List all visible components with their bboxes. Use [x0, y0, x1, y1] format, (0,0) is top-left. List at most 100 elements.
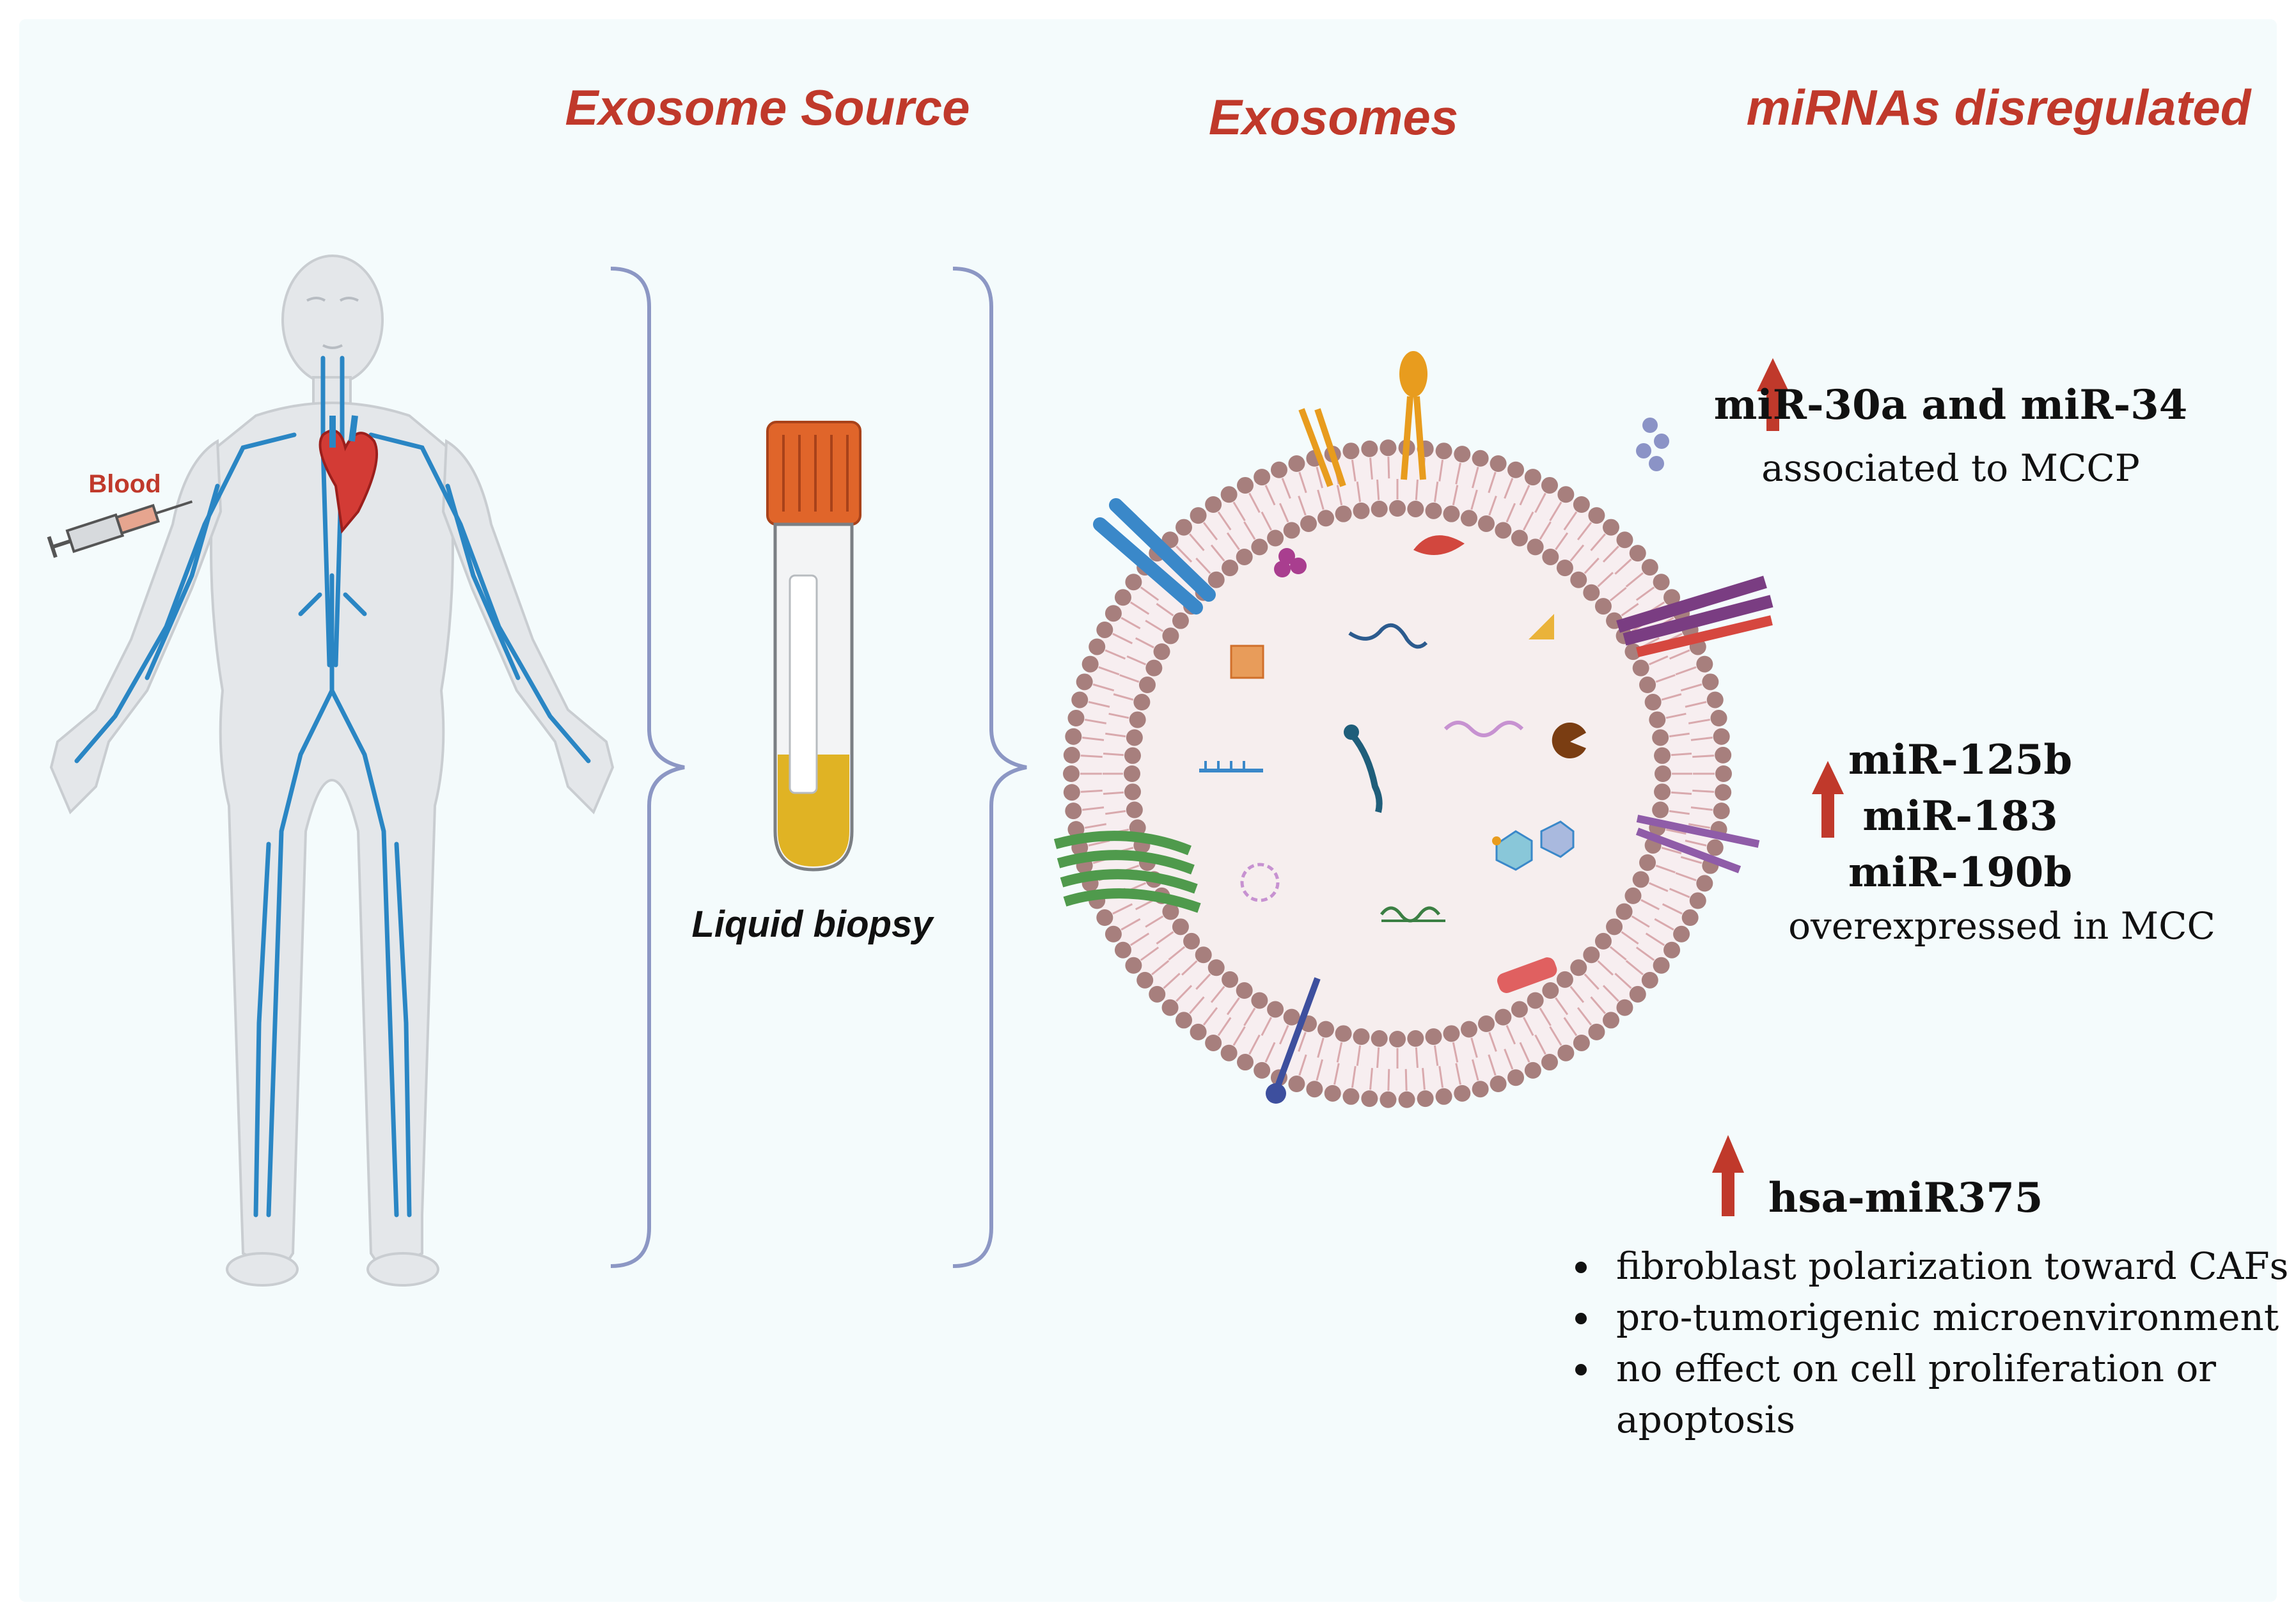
lipid-tail	[1584, 558, 1600, 574]
mirna-group-3: hsa-miR375 fibroblast polarization towar…	[1575, 1135, 2288, 1441]
lipid-tail	[1226, 532, 1240, 551]
lipid-tail	[1688, 718, 1710, 724]
lipid-tail	[1156, 931, 1174, 945]
human-body-icon	[49, 255, 615, 1287]
lipid-tail	[1119, 674, 1140, 683]
lipid-head	[1556, 560, 1573, 577]
lipid-tail	[1336, 1042, 1343, 1063]
lipid-tail	[1675, 666, 1697, 676]
lipid-tail	[1614, 973, 1632, 989]
lipid-tail	[1135, 637, 1154, 648]
lipid-head	[1105, 605, 1122, 622]
lipid-head	[1641, 971, 1658, 989]
lipid-tail	[1202, 1006, 1218, 1026]
lipid-head	[1114, 589, 1131, 606]
lipid-head	[1681, 909, 1699, 927]
lipid-head	[1071, 691, 1089, 709]
lipid-tail	[1195, 973, 1211, 990]
lipid-tail	[1690, 806, 1713, 811]
lipid-head	[1639, 677, 1656, 694]
lipid-head	[1361, 1090, 1378, 1108]
lipid-head	[1706, 691, 1724, 709]
lipid-tail	[1640, 899, 1660, 911]
lipid-head	[1317, 510, 1335, 527]
lipid-head	[1126, 801, 1143, 818]
mirna-group-2: miR-125b miR-183 miR-190b overexpressed …	[1788, 736, 2215, 948]
brace-left	[610, 267, 685, 1268]
lipid-tail	[1471, 1059, 1479, 1081]
lipid-tail	[1336, 485, 1343, 506]
lipid-head	[1124, 783, 1141, 801]
lipid-head	[1371, 500, 1388, 517]
lipid-tail	[1316, 1059, 1324, 1081]
lipid-head	[1236, 982, 1253, 999]
lipid-tail	[1356, 1045, 1362, 1066]
lipid-head	[1129, 711, 1146, 728]
lipid-tail	[1298, 1054, 1307, 1076]
lipid-tail	[1085, 823, 1107, 829]
lipid-tail	[1105, 649, 1126, 660]
lipid-tail	[1669, 649, 1690, 660]
lipid-tail	[1590, 996, 1606, 1014]
lipid-tail	[1654, 918, 1674, 931]
lipid-tail	[1108, 712, 1129, 719]
lipid-head	[1254, 469, 1271, 486]
lipid-head	[1136, 971, 1154, 989]
lipid-tail	[1685, 701, 1707, 708]
lipid-tail	[1661, 847, 1682, 854]
lipid-tail	[1317, 1037, 1325, 1058]
lipid-tail	[1248, 1034, 1261, 1055]
lipid-head	[1616, 999, 1633, 1016]
lipid-tail	[1232, 501, 1246, 522]
lipid-tail	[1433, 1045, 1439, 1066]
lipid-head	[1089, 638, 1106, 655]
lipid-head	[1288, 1076, 1305, 1093]
lipid-head	[1649, 711, 1666, 728]
lipid-tail	[1092, 683, 1115, 692]
lipid-head	[1251, 538, 1268, 556]
lipid-tail	[1488, 1031, 1497, 1052]
lipid-head	[1435, 442, 1452, 460]
lipid-tail	[1661, 693, 1682, 701]
lipid-head	[1389, 500, 1406, 517]
lipid-head	[1380, 439, 1397, 457]
lipid-head	[1300, 515, 1317, 532]
lipid-head	[1696, 655, 1713, 673]
lipid-tail	[1080, 755, 1103, 758]
lipid-tail	[1176, 545, 1193, 563]
lipid-head	[1398, 1091, 1415, 1108]
lipid-head	[1472, 450, 1489, 467]
lipid-tail	[1261, 511, 1272, 531]
lipid-head	[1425, 1028, 1442, 1045]
lipid-head	[1588, 507, 1605, 524]
lipid-head	[1616, 531, 1633, 549]
lipid-tail	[1387, 1069, 1390, 1091]
lipid-head	[1096, 621, 1113, 638]
bullet-item-continuation: apoptosis	[1616, 1398, 1795, 1441]
lipid-tail	[1685, 840, 1707, 847]
lipid-head	[1133, 694, 1151, 711]
lipid-head	[1236, 548, 1253, 565]
lipid-tail	[1264, 1042, 1276, 1063]
heading-exosomes: Exosomes	[1209, 89, 1458, 145]
lipid-tail	[1688, 823, 1710, 829]
lipid-tail	[1140, 946, 1160, 961]
lipid-tail	[1120, 616, 1141, 630]
lipid-tail	[1690, 736, 1713, 741]
lipid-tail	[1433, 482, 1439, 503]
lipid-head	[1477, 515, 1495, 532]
lipid-tail	[1648, 882, 1669, 893]
lipid-tail	[1549, 1026, 1562, 1046]
lipid-tail	[1351, 1066, 1356, 1088]
lipid-head	[1632, 871, 1649, 888]
lipid-tail	[1243, 521, 1256, 540]
lipid-tail	[1088, 840, 1110, 847]
lipid-tail	[1549, 501, 1562, 522]
lipid-head	[1067, 710, 1085, 727]
lipid-tail	[1563, 1017, 1578, 1037]
lipid-tail	[1655, 865, 1676, 873]
lipid-tail	[1103, 791, 1124, 795]
bullet-item: fibroblast polarization toward CAFs	[1616, 1244, 2288, 1288]
lipid-head	[1541, 1054, 1559, 1071]
lipid-tail	[1088, 701, 1110, 708]
